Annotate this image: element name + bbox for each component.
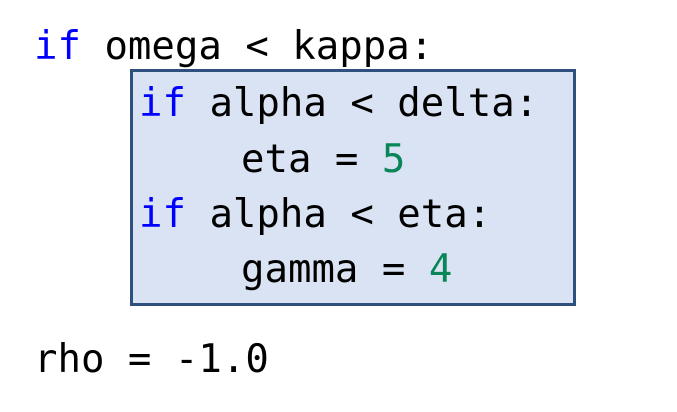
code-line-inner-if-eta: if alpha < eta: — [139, 195, 491, 234]
keyword-if: if — [139, 192, 186, 237]
code-line-inner-if-delta: if alpha < delta: — [139, 84, 538, 123]
number-literal: 4 — [428, 247, 453, 292]
keyword-if: if — [34, 24, 81, 69]
code-line-outer-if: if omega < kappa: — [34, 27, 433, 66]
number-literal: 5 — [381, 137, 406, 182]
code-line-gamma-assign: gamma = 4 — [241, 250, 452, 289]
keyword-if: if — [139, 81, 186, 126]
highlighted-code-block — [130, 69, 576, 306]
condition-text: alpha < delta: — [185, 81, 539, 126]
condition-text: alpha < eta: — [185, 192, 492, 237]
assignment-text: gamma = — [241, 247, 429, 292]
condition-text: omega < kappa: — [80, 24, 434, 69]
code-line-rho-assign: rho = -1.0 — [34, 340, 269, 379]
assignment-text: eta = — [241, 137, 382, 182]
code-line-eta-assign: eta = 5 — [241, 140, 405, 179]
assignment-text: rho = -1.0 — [34, 337, 269, 382]
